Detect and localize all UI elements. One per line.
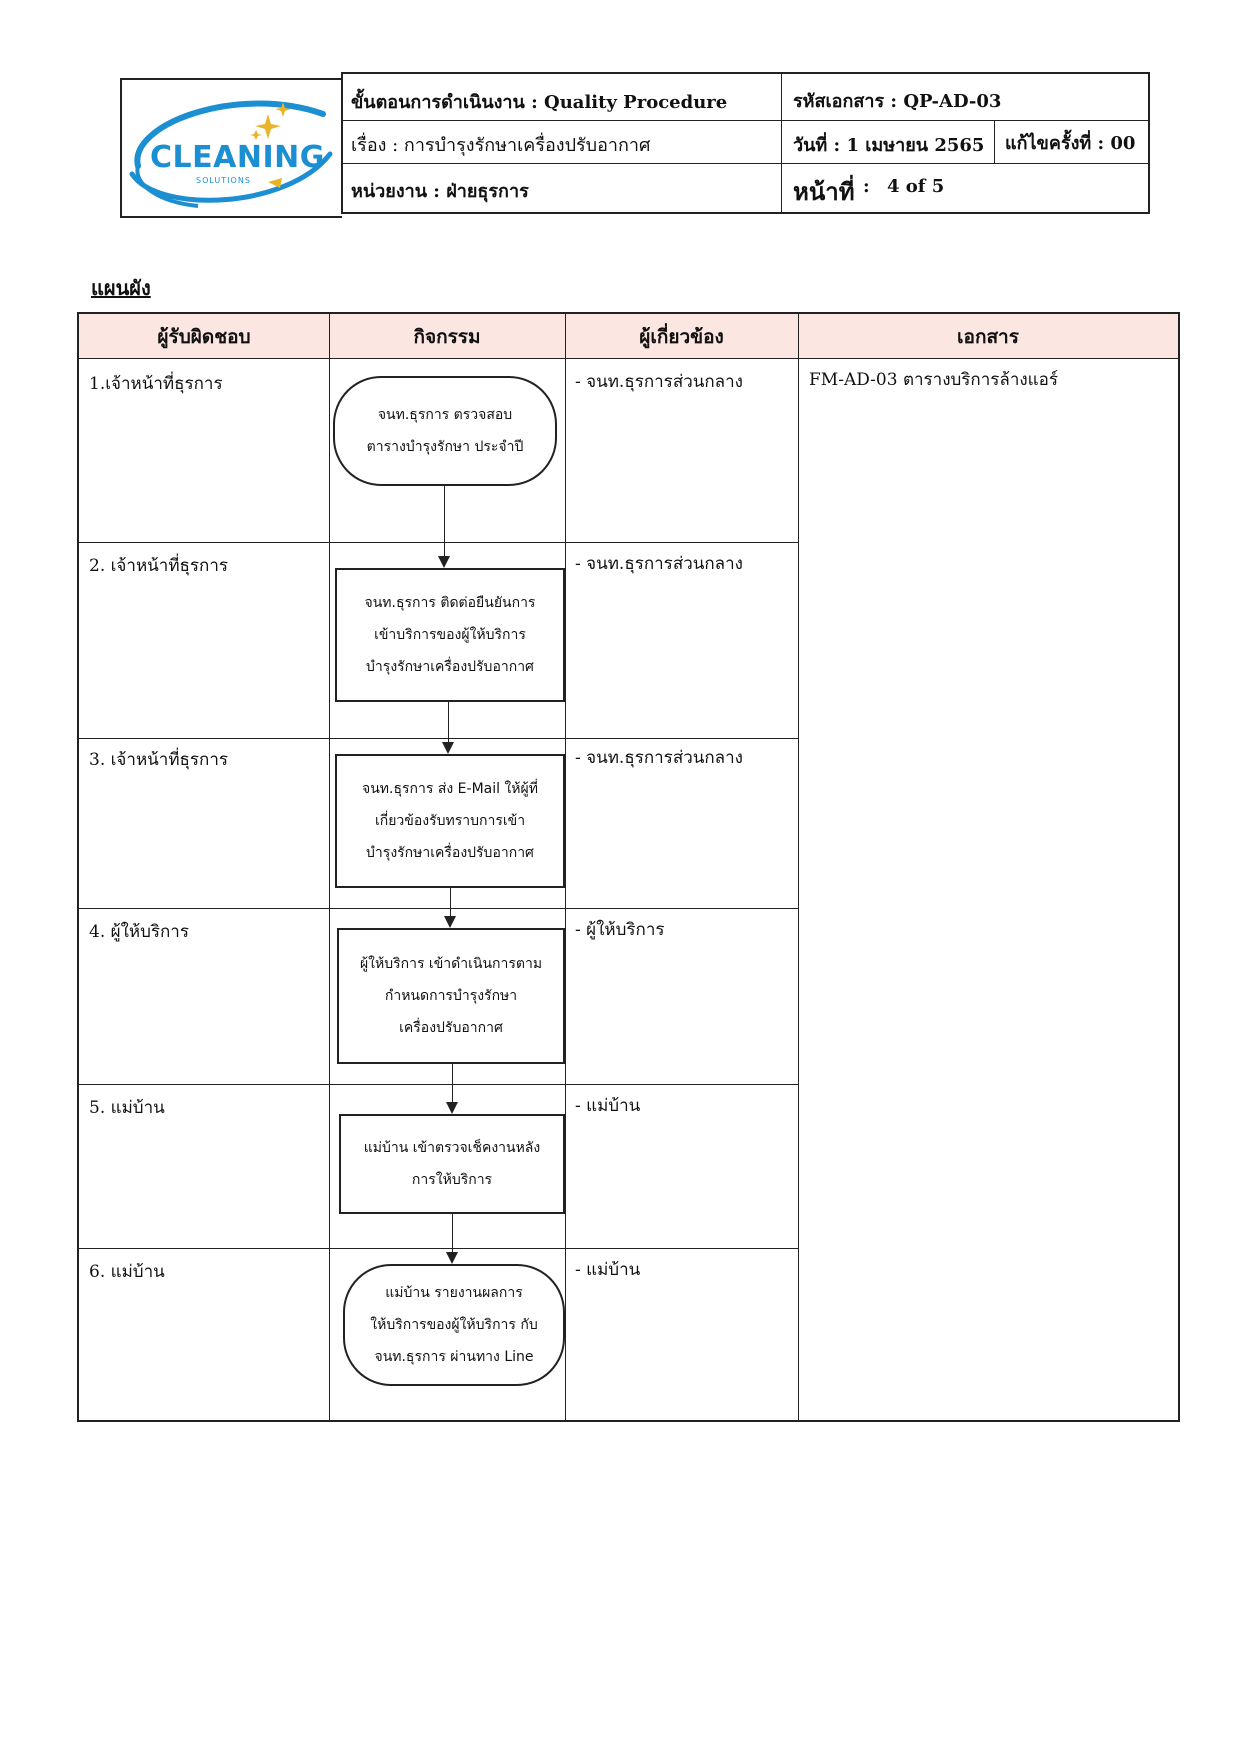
arrow-down-icon <box>444 916 456 928</box>
flow-step-4: ผู้ให้บริการ เข้าดำเนินการตาม กำหนดการบำ… <box>337 928 565 1064</box>
column-header-related: ผู้เกี่ยวข้อง <box>639 326 724 348</box>
flow-step-1-start: จนท.ธุรการ ตรวจสอบ ตารางบำรุงรักษา ประจำ… <box>333 376 557 486</box>
responsible-3: 3. เจ้าหน้าที่ธุรการ <box>89 750 228 770</box>
related-3: - จนท.ธุรการส่วนกลาง <box>575 748 743 768</box>
page-number: 4 of 5 <box>887 176 945 197</box>
flow-arrow-2 <box>448 702 449 742</box>
column-header-document: เอกสาร <box>957 326 1019 348</box>
arrow-down-icon <box>438 556 450 568</box>
document-ref-1: FM-AD-03 ตารางบริการล้างแอร์ <box>809 370 1058 390</box>
logo-cell <box>120 78 342 218</box>
section-title: แผนผัง <box>91 276 151 300</box>
related-5: - แม่บ้าน <box>575 1096 641 1116</box>
subject-label: เรื่อง : การบำรุงรักษาเครื่องปรับอากาศ <box>351 135 651 156</box>
arrow-down-icon <box>446 1102 458 1114</box>
column-header-responsible: ผู้รับผิดชอบ <box>157 326 251 348</box>
responsible-5: 5. แม่บ้าน <box>89 1098 165 1118</box>
responsible-4: 4. ผู้ให้บริการ <box>89 922 189 942</box>
flow-arrow-4 <box>452 1064 453 1102</box>
related-1: - จนท.ธุรการส่วนกลาง <box>575 372 743 392</box>
flow-step-3: จนท.ธุรการ ส่ง E-Mail ให้ผู้ที่ เกี่ยวข้… <box>335 754 565 888</box>
related-2: - จนท.ธุรการส่วนกลาง <box>575 554 743 574</box>
flow-step-5: แม่บ้าน เข้าตรวจเช็คงานหลัง การให้บริการ <box>339 1114 565 1214</box>
responsible-1: 1.เจ้าหน้าที่ธุรการ <box>89 374 223 394</box>
page-colon: : <box>863 176 870 197</box>
company-logo: CLEANING SOLUTIONS <box>118 84 340 214</box>
column-header-activity: กิจกรรม <box>413 326 481 348</box>
responsible-6: 6. แม่บ้าน <box>89 1262 165 1282</box>
revision-label: แก้ไขครั้งที่ : 00 <box>1005 133 1136 154</box>
responsible-2: 2. เจ้าหน้าที่ธุรการ <box>89 556 228 576</box>
logo-ellipse-icon <box>129 100 333 208</box>
flow-step-2: จนท.ธุรการ ติดต่อยืนยันการ เข้าบริการของ… <box>335 568 565 702</box>
flow-arrow-5 <box>452 1214 453 1252</box>
flowchart-table: ผู้รับผิดชอบ กิจกรรม ผู้เกี่ยวข้อง เอกสา… <box>77 312 1180 1422</box>
logo-wordmark: CLEANING <box>150 140 325 175</box>
document-header-table: ขั้นตอนการดำเนินงาน : Quality Procedure … <box>341 72 1150 214</box>
date-label: วันที่ : 1 เมษายน 2565 <box>793 135 985 156</box>
logo-subtitle: SOLUTIONS <box>196 176 251 185</box>
page-label: หน้าที่ <box>793 177 855 206</box>
related-6: - แม่บ้าน <box>575 1260 641 1280</box>
procedure-label: ขั้นตอนการดำเนินงาน : Quality Procedure <box>351 92 728 113</box>
related-4: - ผู้ให้บริการ <box>575 920 665 940</box>
arrow-down-icon <box>446 1252 458 1264</box>
department-label: หน่วยงาน : ฝ่ายธุรการ <box>351 181 529 202</box>
document-code: รหัสเอกสาร : QP-AD-03 <box>793 91 1002 112</box>
flow-arrow-1 <box>444 486 445 556</box>
arrow-down-icon <box>442 742 454 754</box>
flow-step-6-end: แม่บ้าน รายงานผลการ ให้บริการของผู้ให้บร… <box>343 1264 565 1386</box>
flow-arrow-3 <box>450 888 451 916</box>
table-header-row <box>79 314 1178 358</box>
